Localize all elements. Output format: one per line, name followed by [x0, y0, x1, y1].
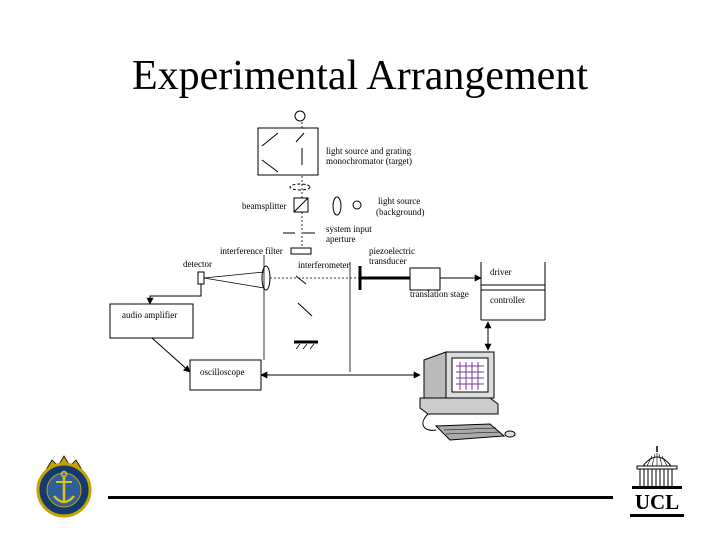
ucl-logo: UCL	[630, 446, 684, 517]
detector-icon	[197, 271, 205, 285]
lens-icon	[289, 183, 311, 191]
label-light-source-grating: light source and grating	[326, 146, 412, 156]
translation-stage-box	[409, 267, 441, 291]
label-monochromator: monochromator (target)	[326, 156, 412, 166]
label-driver: driver	[490, 267, 512, 277]
slide-title: Experimental Arrangement	[132, 53, 588, 99]
label-system-input: system input	[326, 224, 372, 234]
label-piezoelectric: piezoelectric	[369, 246, 415, 256]
naval-crest-logo	[36, 455, 92, 518]
piezo-transducer-icon	[358, 266, 410, 290]
beamsplitter-icon	[293, 197, 309, 213]
label-controller: controller	[490, 295, 525, 305]
label-beamsplitter: beamsplitter	[242, 201, 287, 211]
interferometer-mirrors	[294, 275, 318, 350]
background-lens-icon	[332, 196, 342, 216]
label-light-source-bg2: (background)	[376, 207, 424, 217]
detector-lens-icon	[261, 265, 271, 291]
label-translation-stage: translation stage	[410, 289, 469, 299]
label-light-source-bg: light source	[378, 196, 420, 206]
footer-divider	[108, 496, 613, 499]
label-transducer: transducer	[369, 256, 406, 266]
label-aperture: aperture	[326, 234, 355, 244]
interference-filter-icon	[290, 247, 312, 255]
driver-controller-box	[480, 262, 546, 321]
label-audio-amplifier: audio amplifier	[122, 310, 177, 320]
label-interference-filter: interference filter	[220, 246, 283, 256]
ucl-logo-text: UCL	[635, 490, 679, 514]
computer-icon	[419, 351, 516, 441]
label-interferometer: interferometer	[298, 260, 349, 270]
light-source-circle	[294, 110, 306, 122]
label-oscilloscope: oscilloscope	[200, 367, 245, 377]
audio-amplifier-box	[109, 303, 194, 339]
label-detector: detector	[183, 259, 212, 269]
monochromator-box	[257, 127, 319, 176]
background-light-circle	[352, 200, 362, 210]
